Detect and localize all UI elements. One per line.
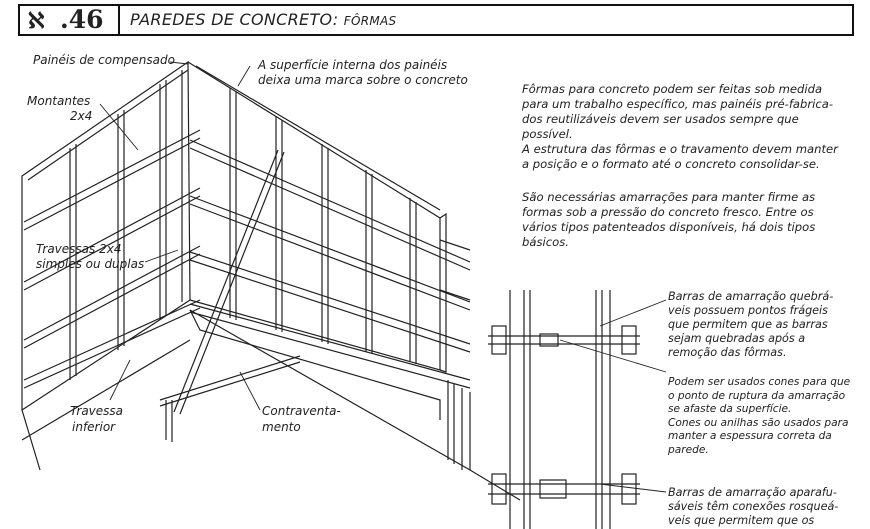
paragraph-2-line: formas sob a pressão do concreto fresco.… <box>522 205 814 219</box>
note-line: Barras de amarração aparafu- <box>668 486 837 499</box>
paragraph-1-line: para um trabalho específico, mas painéis… <box>522 97 834 111</box>
right-panel <box>187 61 447 373</box>
note-cones: Podem ser usados cones para que o ponto … <box>668 376 850 457</box>
note-line: remoção das fôrmas. <box>668 346 787 359</box>
note-line: manter a espessura correta da <box>668 430 832 442</box>
page-title: PAREDES DE CONCRETO: FÔRMAS <box>130 10 396 29</box>
logo-mark: ℵ <box>28 8 45 34</box>
paragraph-2-line: vários tipos patenteados disponíveis, há… <box>522 220 816 234</box>
paragraph-2: São necessárias amarrações para manter f… <box>522 190 852 250</box>
paragraph-1: Fôrmas para concreto podem ser feitas so… <box>522 82 852 172</box>
note-line: Podem ser usados cones para que <box>668 376 851 388</box>
label-paineis: Painéis de compensado <box>33 53 175 67</box>
label-montantes-1: Montantes <box>27 94 91 108</box>
note-line: veis possuem pontos frágeis <box>668 304 828 317</box>
tie-rods <box>447 380 471 470</box>
right-studs <box>229 88 417 364</box>
tie-detail <box>488 290 640 529</box>
paragraph-1-line: Fôrmas para concreto podem ser feitas so… <box>522 82 823 96</box>
paragraph-2-line: São necessárias amarrações para manter f… <box>522 190 816 204</box>
note-line: sejam quebradas após a <box>668 332 806 345</box>
label-travessas-2: simples ou duplas <box>36 257 145 271</box>
page-header: ℵ .46 PAREDES DE CONCRETO: FÔRMAS <box>18 4 854 36</box>
bracing <box>159 149 441 442</box>
note-breakable-ties: Barras de amarração quebrá- veis possuem… <box>668 290 833 360</box>
note-line: o ponto de ruptura da amarração <box>668 389 846 402</box>
left-panel <box>21 60 191 412</box>
note-line: Cones ou anilhas são usados para <box>668 416 849 429</box>
section-number: .46 <box>60 5 104 34</box>
paragraph-1-line: A estrutura das fôrmas e o travamento de… <box>522 142 838 156</box>
note-threaded-ties: Barras de amarração aparafu- sáveis têm … <box>668 486 838 528</box>
title-main: PAREDES DE CONCRETO: <box>130 10 339 29</box>
note-line: parede. <box>668 443 709 456</box>
paragraph-1-line: a posição e o formato até o concreto con… <box>522 157 820 171</box>
label-montantes-2: 2x4 <box>70 109 93 123</box>
right-wales <box>189 139 471 389</box>
label-superficie-1: A superfície interna dos painéis <box>258 58 448 72</box>
label-travessa-inferior-2: inferior <box>72 420 116 434</box>
paragraph-1-line: dos reutilizáveis devem ser usados sempr… <box>522 112 799 141</box>
paragraph-2-line: básicos. <box>522 235 569 249</box>
title-sub: FÔRMAS <box>343 14 397 28</box>
note-line: que permitem que as barras <box>668 318 828 331</box>
note-line: Barras de amarração quebrá- <box>668 290 834 303</box>
note-line: sáveis têm conexões rosqueá- <box>668 500 839 513</box>
note-line: se afaste da superfície. <box>668 403 792 415</box>
section-logo: ℵ .46 <box>20 5 120 34</box>
left-wales <box>23 129 201 389</box>
label-travessas-1: Travessas 2x4 <box>36 242 122 256</box>
label-contravento-1: Contraventa- <box>262 404 341 418</box>
label-contravento-2: mento <box>262 420 301 434</box>
label-travessa-inferior-1: Travessa <box>70 404 124 418</box>
note-line: veis que permitem que os <box>668 514 815 527</box>
label-superficie-2: deixa uma marca sobre o concreto <box>258 73 468 87</box>
leader-lines <box>99 61 667 493</box>
